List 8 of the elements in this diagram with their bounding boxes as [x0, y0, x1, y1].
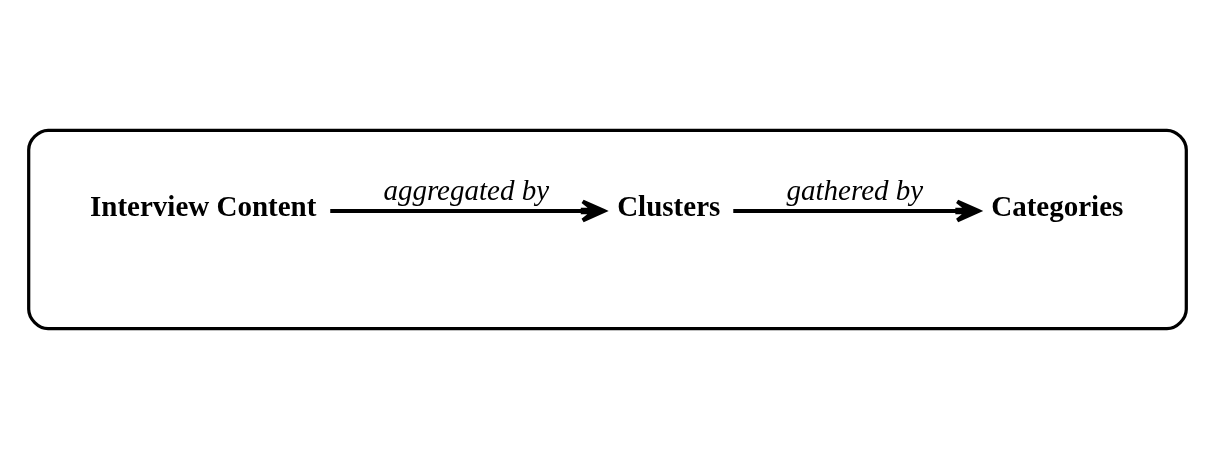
node-text: Interview Content: [89, 190, 317, 223]
edge-label: gathered by: [786, 174, 924, 207]
arrow: [733, 199, 981, 223]
cluster: [27, 128, 1188, 331]
node-text: Categories: [991, 190, 1124, 223]
node-text: Clusters: [617, 190, 721, 223]
arrow: [330, 199, 606, 223]
edge-label: aggregated by: [383, 174, 550, 207]
